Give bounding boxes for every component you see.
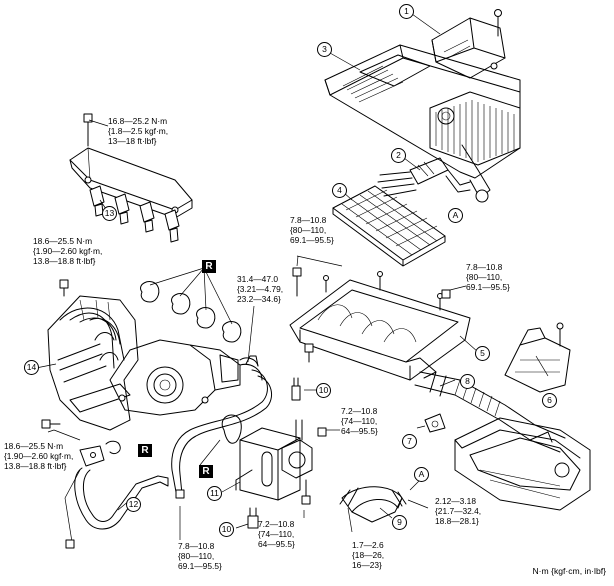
callout-11: 11 (207, 486, 222, 501)
gasket-leader (199, 439, 221, 466)
torque-clamp-right: 2.12—3.18 {21.7—32.4, 18.8—28.1} (435, 496, 482, 526)
callout-14: 14 (24, 360, 39, 375)
callout-1: 1 (399, 4, 414, 19)
resonator-duct (454, 417, 591, 511)
intake-manifold (35, 295, 139, 431)
gasket (416, 413, 446, 433)
replace-badge: R (199, 465, 213, 478)
air-filter-element (332, 185, 446, 267)
callout-13: 13 (102, 206, 117, 221)
torque-throttle: 31.4—47.0 {3.21—4.79, 23.2—34.6} (237, 274, 284, 304)
torque-bracket-right: 7.2—10.8 {74—110, 64—95.5} (341, 406, 378, 436)
callout-2: 2 (391, 148, 406, 163)
fuel-rail-injectors (69, 113, 193, 243)
coolant-hose (171, 357, 273, 495)
torque-bracket-lower: 7.2—10.8 {74—110, 64—95.5} (258, 519, 295, 549)
air-cleaner-lower-case (289, 271, 479, 381)
intake-harness (377, 157, 471, 197)
sensor-bracket (281, 419, 340, 518)
callout-9: 9 (392, 515, 407, 530)
throttle-gasket (221, 414, 242, 444)
intake-air-hose (414, 371, 566, 453)
resonator-cover (411, 9, 506, 79)
throttle-body (109, 339, 263, 416)
cleaner-bolts (292, 255, 467, 363)
callout-6: 6 (542, 393, 557, 408)
manifold-bolts (41, 279, 185, 549)
connector-a-lower: A (414, 467, 429, 482)
callout-10-lower: 10 (219, 522, 234, 537)
callout-7: 7 (402, 434, 417, 449)
callout-5: 5 (475, 346, 490, 361)
callout-8: 8 (460, 374, 475, 389)
torque-manifold-lower: 18.6—25.5 N·m {1.90—2.60 kgf·m, 13.8—18.… (4, 441, 74, 471)
torque-cleaner-center: 7.8—10.8 {80—110, 69.1—95.5} (290, 215, 334, 245)
vacuum-connector-upper (291, 377, 318, 401)
torque-cleaner-right: 7.8—10.8 {80—110, 69.1—95.5} (466, 262, 510, 292)
connector-a-upper: A (448, 208, 463, 223)
torque-clamp-lower: 1.7—2.6 {18—26, 16—23} (352, 540, 385, 570)
callout-12: 12 (126, 497, 141, 512)
air-hose-with-clamps (339, 486, 429, 533)
air-cleaner-bracket (504, 322, 571, 393)
throttle-torque-leader (247, 305, 255, 363)
o-rings (140, 267, 242, 343)
torque-fuel-rail: 16.8—25.2 N·m {1.8—2.5 kgf·m, 13—18 ft·l… (108, 116, 169, 146)
torque-manifold-upper: 18.6—25.5 N·m {1.90—2.60 kgf·m, 13.8—18.… (33, 236, 103, 266)
torque-pipe-bottom: 7.8—10.8 {80—110, 69.1—95.5} (178, 541, 222, 571)
air-cleaner-upper-case (324, 44, 521, 203)
vacuum-connector-lower (235, 507, 259, 529)
callout-4: 4 (332, 183, 347, 198)
callout-3: 3 (317, 42, 332, 57)
callout-10-upper: 10 (316, 383, 331, 398)
replace-badge: R (202, 260, 216, 273)
replace-badge: R (138, 444, 152, 457)
units-legend: N·m {kgf·cm, in·lbf} (532, 566, 606, 576)
water-bypass-pipe (64, 440, 169, 543)
canister (221, 427, 301, 501)
